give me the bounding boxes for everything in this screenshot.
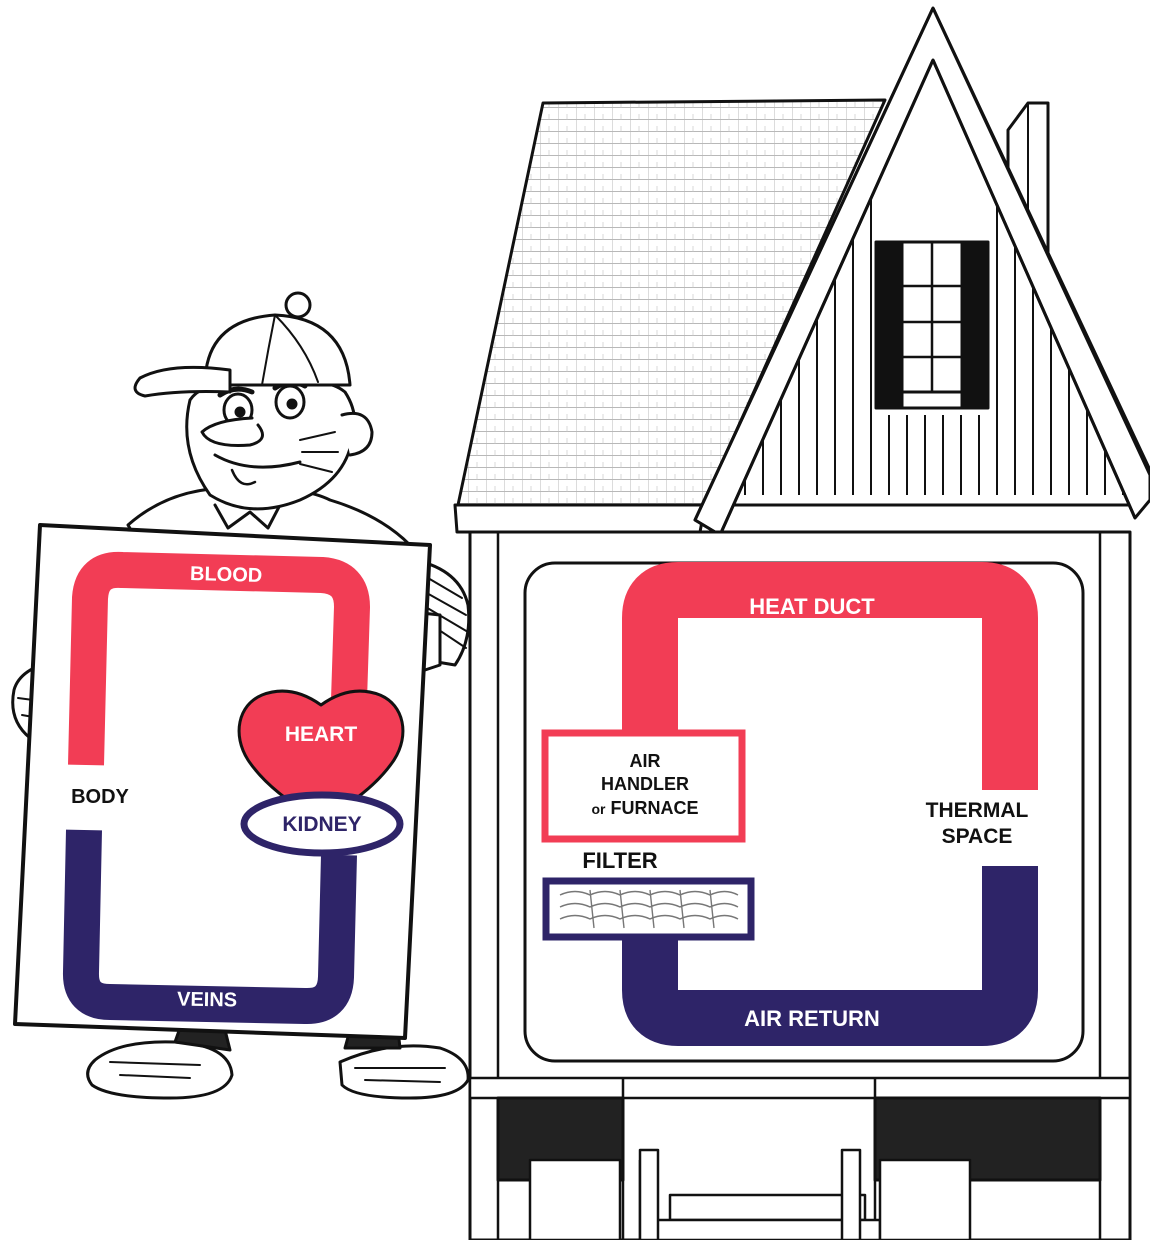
blood-label: BLOOD — [190, 563, 263, 587]
air-handler-label-line1: AIR — [630, 751, 661, 771]
board — [13, 523, 432, 1040]
gable-trim — [693, 6, 1150, 537]
filter-icon — [559, 889, 739, 929]
air-return-label: AIR RETURN — [744, 1006, 880, 1031]
roof-eave — [453, 503, 707, 534]
heart-label: HEART — [285, 723, 358, 746]
air-return — [622, 866, 1038, 1046]
hvac-loop — [541, 562, 1038, 1046]
labels: BLOOD VEINS BODY HEART KIDNEY HEAT DUCT … — [71, 563, 1028, 1031]
veins-label: VEINS — [177, 988, 237, 1011]
filter-box — [542, 877, 755, 941]
heat-duct — [622, 562, 1038, 790]
left-shoe — [86, 1040, 234, 1100]
filter-label: FILTER — [582, 848, 657, 873]
head — [185, 375, 357, 511]
cap-brim — [133, 365, 232, 398]
body-label: BODY — [71, 786, 129, 808]
air-handler-box — [541, 729, 746, 843]
right-shoe — [338, 1044, 470, 1100]
air-handler-label-line3: or FURNACE — [591, 798, 698, 818]
thermal-label-line2: SPACE — [942, 825, 1013, 848]
porch-steps — [528, 1148, 972, 1240]
kidney-label: KIDNEY — [282, 813, 361, 836]
blood-vessel — [68, 551, 370, 766]
air-handler-furnace: FURNACE — [611, 798, 699, 818]
gable-window — [874, 240, 990, 410]
house-illustration — [453, 6, 1150, 1240]
thermal-label-line1: THERMAL — [926, 799, 1029, 822]
air-handler-or: or — [591, 801, 606, 817]
air-handler-label-line2: HANDLER — [601, 774, 689, 794]
veins-vessel — [63, 829, 357, 1024]
heat-duct-label: HEAT DUCT — [749, 594, 875, 619]
kidney-icon — [240, 791, 404, 857]
